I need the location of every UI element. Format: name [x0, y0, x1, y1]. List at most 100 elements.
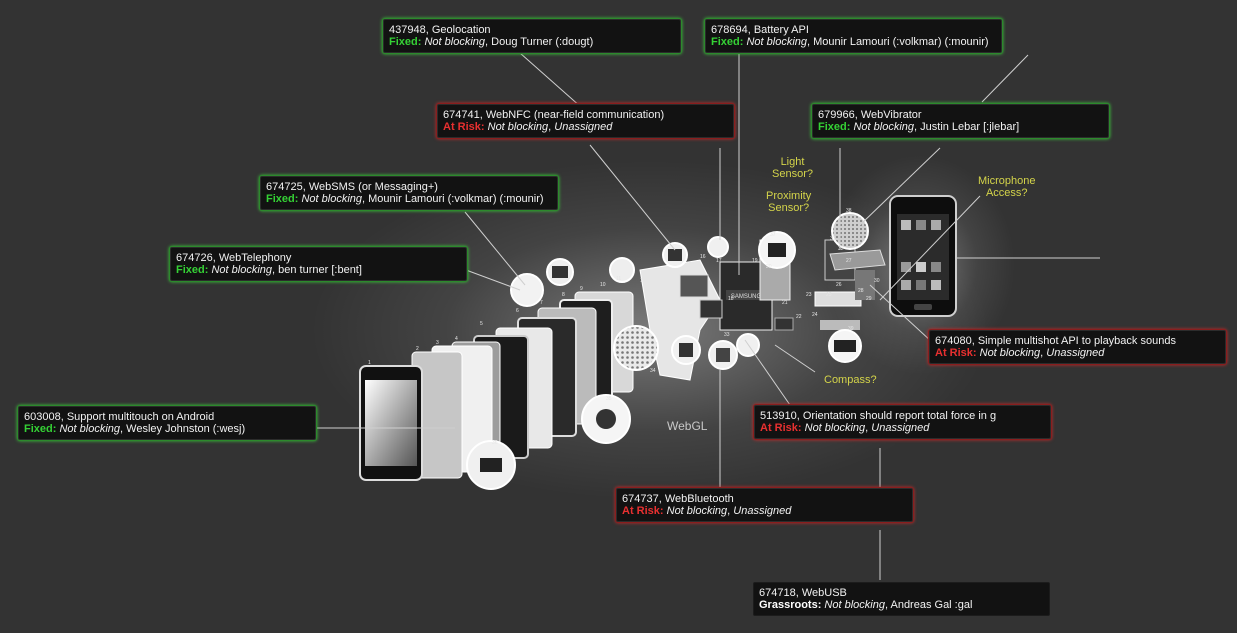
bug-blocking: Not blocking [853, 121, 915, 133]
speaker-grill [613, 325, 659, 371]
bug-title: Simple multishot API to playback sounds [977, 335, 1176, 347]
bug-status: At Risk: [760, 422, 802, 434]
bug-assignee: Unassigned [1046, 347, 1105, 359]
bug-card-webbluetooth[interactable]: 674737, WebBluetooth At Risk: Not blocki… [616, 488, 913, 522]
bug-card-webvibrator[interactable]: 679966, WebVibrator Fixed: Not blocking,… [812, 104, 1109, 138]
bug-title: Support multitouch on Android [66, 411, 215, 423]
connector-lines [316, 52, 1100, 580]
part-number: 20 [766, 264, 772, 270]
bug-blocking: Not blocking [666, 505, 728, 517]
bug-assignee: ben turner [:bent] [278, 264, 362, 276]
bug-card-webtelephony[interactable]: 674726, WebTelephony Fixed: Not blocking… [170, 247, 467, 281]
bug-card-webusb[interactable]: 674718, WebUSB Grassroots: Not blocking,… [753, 582, 1050, 616]
part-number: 23 [806, 292, 812, 298]
part-number: 13 [660, 288, 666, 294]
part-number: 26 [836, 282, 842, 288]
bug-assignee: Unassigned [733, 505, 792, 517]
bug-status: Fixed: [711, 36, 744, 48]
bug-card-battery-api[interactable]: 678694, Battery API Fixed: Not blocking,… [705, 19, 1002, 53]
part-number: 3 [436, 340, 439, 346]
bug-assignee: Mounir Lamouri (:volkmar) (:mounir) [813, 36, 989, 48]
part-number: 8 [562, 292, 565, 298]
bug-title: WebVibrator [860, 109, 922, 121]
part-number: 25 [826, 292, 832, 298]
bug-blocking: Not blocking [301, 193, 363, 205]
part-number: 5 [480, 321, 483, 327]
bug-id: 437948 [389, 24, 426, 36]
bug-status: At Risk: [443, 121, 485, 133]
part-number: 28 [858, 288, 864, 294]
bug-status: Fixed: [266, 193, 299, 205]
bug-title: Geolocation [431, 24, 491, 36]
part-number: 6 [516, 308, 519, 314]
bug-card-orientation[interactable]: 513910, Orientation should report total … [754, 405, 1051, 439]
bug-assignee: Doug Turner (:dougt) [491, 36, 594, 48]
bug-id: 674741 [443, 109, 480, 121]
part-number: 29 [866, 296, 872, 302]
component-zoom-circles [466, 212, 869, 490]
bug-title: WebUSB [801, 587, 847, 599]
bug-card-websms[interactable]: 674725, WebSMS (or Messaging+) Fixed: No… [260, 176, 558, 210]
part-number: 22 [796, 314, 802, 320]
bug-assignee: Justin Lebar [:jlebar] [920, 121, 1020, 133]
part-number: 2 [416, 346, 419, 352]
part-number: 9 [580, 286, 583, 292]
part-number: 16 [700, 254, 706, 260]
logic-board: SAMSUNG [639, 239, 886, 381]
bug-status: Grassroots: [759, 599, 822, 611]
bug-title: WebSMS (or Messaging+) [308, 181, 438, 193]
part-number: 33 [724, 332, 730, 338]
bug-card-geolocation[interactable]: 437948, Geolocation Fixed: Not blocking,… [383, 19, 681, 53]
bug-id: 674725 [266, 181, 303, 193]
bug-status: At Risk: [622, 505, 664, 517]
bug-blocking: Not blocking [824, 599, 885, 611]
part-number: 11 [616, 276, 621, 282]
bug-id: 513910 [760, 410, 797, 422]
bug-title: WebTelephony [218, 252, 292, 264]
brand-label: SAMSUNG [731, 294, 762, 300]
bug-card-webnfc[interactable]: 674741, WebNFC (near-field communication… [437, 104, 734, 138]
bug-status: Fixed: [389, 36, 422, 48]
compass-label: Compass? [824, 374, 877, 386]
part-number: 30 [874, 278, 880, 284]
part-number: 27 [846, 258, 852, 264]
bug-assignee: Mounir Lamouri (:volkmar) (:mounir) [368, 193, 544, 205]
part-number: 7 [540, 300, 543, 306]
bug-id: 678694 [711, 24, 748, 36]
part-number: 34 [650, 368, 656, 374]
part-number: 35 [606, 396, 612, 402]
part-number: 32 [838, 246, 844, 252]
bug-assignee: Andreas Gal :gal [890, 599, 973, 611]
bug-card-multishot-audio[interactable]: 674080, Simple multishot API to playback… [929, 330, 1226, 364]
part-number: 37 [770, 232, 776, 238]
part-number: 12 [640, 278, 646, 284]
bug-status: At Risk: [935, 347, 977, 359]
bug-id: 679966 [818, 109, 855, 121]
bug-assignee: Unassigned [554, 121, 613, 133]
bug-status: Fixed: [176, 264, 209, 276]
bug-title: Battery API [753, 24, 809, 36]
bug-id: 674080 [935, 335, 972, 347]
bug-card-multitouch[interactable]: 603008, Support multitouch on Android Fi… [18, 406, 316, 440]
part-number: 38 [846, 208, 852, 214]
bug-assignee: Unassigned [871, 422, 930, 434]
bug-id: 674737 [622, 493, 659, 505]
part-number: 39 [848, 326, 854, 332]
bug-blocking: Not blocking [424, 36, 486, 48]
bug-status: Fixed: [818, 121, 851, 133]
part-number: 18 [728, 296, 734, 302]
part-number: 19 [752, 258, 758, 264]
part-number: 1 [368, 360, 371, 366]
part-number: 24 [812, 312, 818, 318]
bug-id: 674718 [759, 587, 796, 599]
part-number: 31 [830, 236, 836, 242]
bug-blocking: Not blocking [487, 121, 549, 133]
bug-assignee: Wesley Johnston (:wesj) [126, 423, 246, 435]
part-number: 15 [686, 262, 692, 268]
